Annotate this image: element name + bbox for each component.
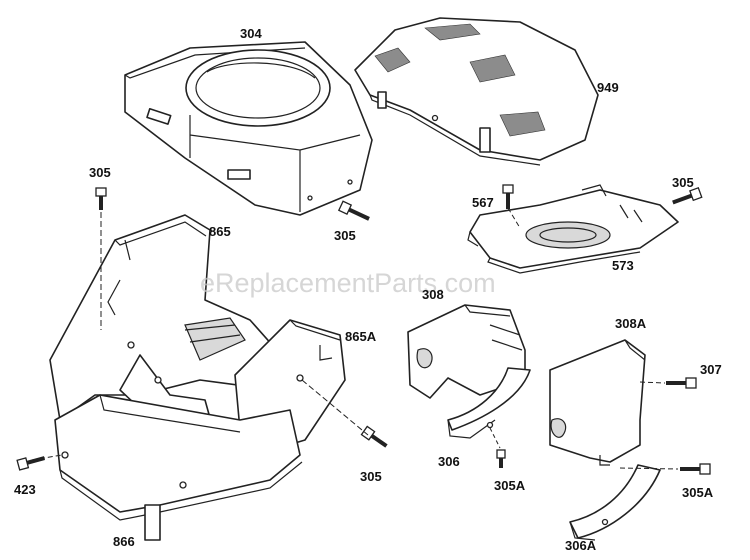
label-306: 306 (438, 454, 460, 469)
label-866: 866 (113, 534, 135, 549)
label-305-housing: 305 (334, 228, 356, 243)
lower-shield-306 (447, 367, 531, 439)
label-949: 949 (597, 80, 619, 95)
label-305-baffle: 305 (672, 175, 694, 190)
screw-567 (502, 184, 514, 209)
label-305-top-left: 305 (89, 165, 111, 180)
label-306a: 306A (565, 538, 597, 553)
screw-307 (666, 377, 697, 389)
blower-housing-304 (124, 41, 373, 216)
screw-305-top-left (95, 187, 107, 210)
baffle-573 (467, 184, 679, 274)
label-305a-right: 305A (682, 485, 714, 500)
label-423: 423 (14, 482, 36, 497)
screw-305-housing (337, 200, 370, 221)
label-865a: 865A (345, 329, 377, 344)
screw-423 (16, 456, 46, 471)
screw-305-baffle (672, 186, 703, 205)
label-305-shroud: 305 (360, 469, 382, 484)
screw-305a-right (680, 463, 711, 475)
lower-shield-306a (569, 464, 661, 541)
base-shroud-866 (54, 394, 303, 541)
label-573: 573 (612, 258, 634, 273)
leader-lines (31, 207, 679, 470)
label-307: 307 (700, 362, 722, 377)
label-567: 567 (472, 195, 494, 210)
label-308: 308 (422, 287, 444, 302)
watermark-text: eReplacementParts.com (200, 268, 496, 298)
label-305a-left: 305A (494, 478, 526, 493)
label-308a: 308A (615, 316, 647, 331)
label-304: 304 (240, 26, 262, 41)
label-865: 865 (209, 224, 231, 239)
cylinder-shield-308a (549, 339, 646, 466)
rewind-cover-949 (354, 17, 599, 166)
screw-305-shroud (360, 425, 388, 448)
screw-305a-left (496, 449, 506, 468)
